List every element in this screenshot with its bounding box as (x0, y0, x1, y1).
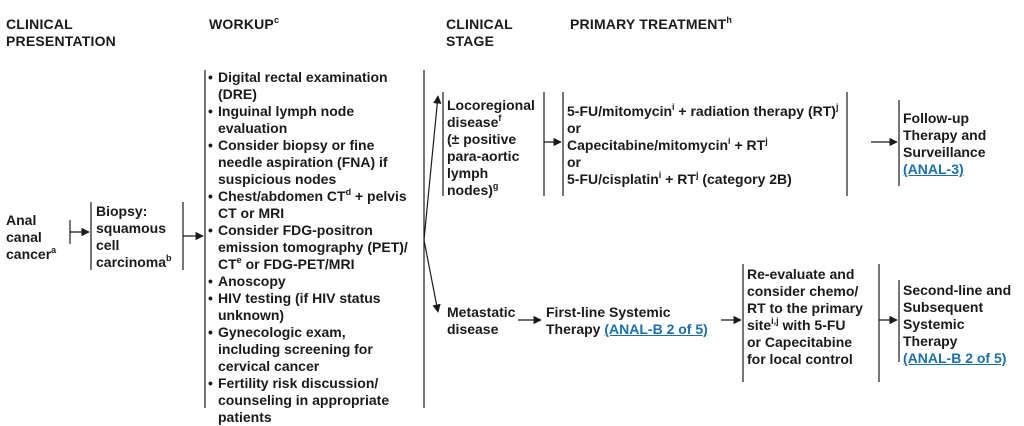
workup-item: Gynecologic exam,including screening for… (208, 324, 408, 375)
locoregional-line: para-aortic (447, 148, 520, 164)
workup-item-line: HIV testing (if HIV status (218, 290, 381, 306)
workup-item-line: Chest/abdomen CTd + pelvis (218, 187, 407, 205)
node-biopsy: Biopsy: squamous cell carcinomab (96, 203, 172, 270)
workup-item-line: Consider FDG-positron (218, 222, 373, 238)
node-metastatic-disease: Metastatic disease (447, 304, 516, 337)
node-first-line-therapy: First-line Systemic Therapy (ANAL-B 2 of… (546, 304, 708, 337)
workup-item-line: patients (218, 409, 272, 425)
treatment-line: 5-FU/cisplatini + RTj (category 2B) (567, 170, 792, 188)
re-evaluate-line: sitei,j with 5-FU (747, 316, 846, 334)
workup-item-line: evaluation (218, 120, 288, 136)
link-anal-b-first-line[interactable]: (ANAL-B 2 of 5) (604, 321, 708, 337)
treatment-line: Capecitabine/mitomycini + RTj (567, 136, 768, 154)
workup-item-line: counseling in appropriate (218, 392, 390, 408)
workup-item-line: Fertility risk discussion/ (218, 375, 379, 391)
workup-item-line: (DRE) (218, 86, 257, 102)
link-anal-3[interactable]: (ANAL-3) (903, 161, 964, 177)
workup-item-line: Consider biopsy or fine (218, 137, 375, 153)
locoregional-line: nodes)g (447, 181, 499, 199)
node-locoregional-treatment: 5-FU/mitomycini + radiation therapy (RT)… (567, 103, 838, 188)
link-anal-b-second-line[interactable]: (ANAL-B 2 of 5) (903, 350, 1007, 366)
locoregional-line: diseasef (447, 113, 502, 131)
workup-item: Anoscopy (208, 273, 408, 290)
workup-item-line: CTe or FDG-PET/MRI (218, 255, 355, 273)
workup-item-line: needle aspiration (FNA) if (218, 154, 388, 170)
node-anal-canal-cancer: Anal canal cancera (6, 212, 57, 262)
re-evaluate-line: for local control (747, 351, 853, 367)
header-workup: WORKUPc (209, 15, 280, 33)
workup-item-line: cervical cancer (218, 358, 320, 374)
workup-list: Digital rectal examination(DRE)Inguinal … (208, 69, 408, 426)
workup-item-line: Gynecologic exam, (218, 324, 346, 340)
treatment-line: or (567, 154, 581, 170)
re-evaluate-line: or Capecitabine (747, 334, 853, 350)
node-follow-up: Follow-up Therapy and Surveillance (ANAL… (903, 110, 987, 177)
workup-item-line: including screening for (218, 341, 373, 357)
re-evaluate-line: Re-evaluate and (747, 266, 855, 282)
workup-item-line: Inguinal lymph node (218, 103, 355, 119)
header-primary-treatment: PRIMARY TREATMENTh (570, 15, 733, 33)
re-evaluate-line: consider chemo/ (747, 283, 859, 299)
treatment-line: 5-FU/mitomycini + radiation therapy (RT)… (567, 102, 839, 120)
locoregional-line: lymph (447, 165, 489, 181)
header-clinical-presentation: CLINICAL PRESENTATION (6, 16, 116, 49)
workup-item-line: suspicious nodes (218, 171, 337, 187)
workup-item-line: CT or MRI (218, 205, 285, 221)
workup-item-line: Digital rectal examination (218, 69, 388, 85)
header-clinical-stage: CLINICAL STAGE (446, 16, 513, 49)
node-second-line-therapy: Second-line and Subsequent Systemic Ther… (903, 282, 1012, 366)
locoregional-line: Locoregional (447, 97, 535, 113)
treatment-line: or (567, 120, 581, 136)
locoregional-line: (± positive (447, 131, 517, 147)
workup-item-line: emission tomography (PET)/ (218, 239, 408, 255)
workup-item-line: unknown) (218, 307, 285, 323)
re-evaluate-line: RT to the primary (747, 300, 863, 316)
workup-item: Fertility risk discussion/counseling in … (208, 375, 408, 426)
workup-item: Digital rectal examination(DRE) (208, 69, 408, 103)
workup-item-line: Anoscopy (218, 273, 286, 289)
